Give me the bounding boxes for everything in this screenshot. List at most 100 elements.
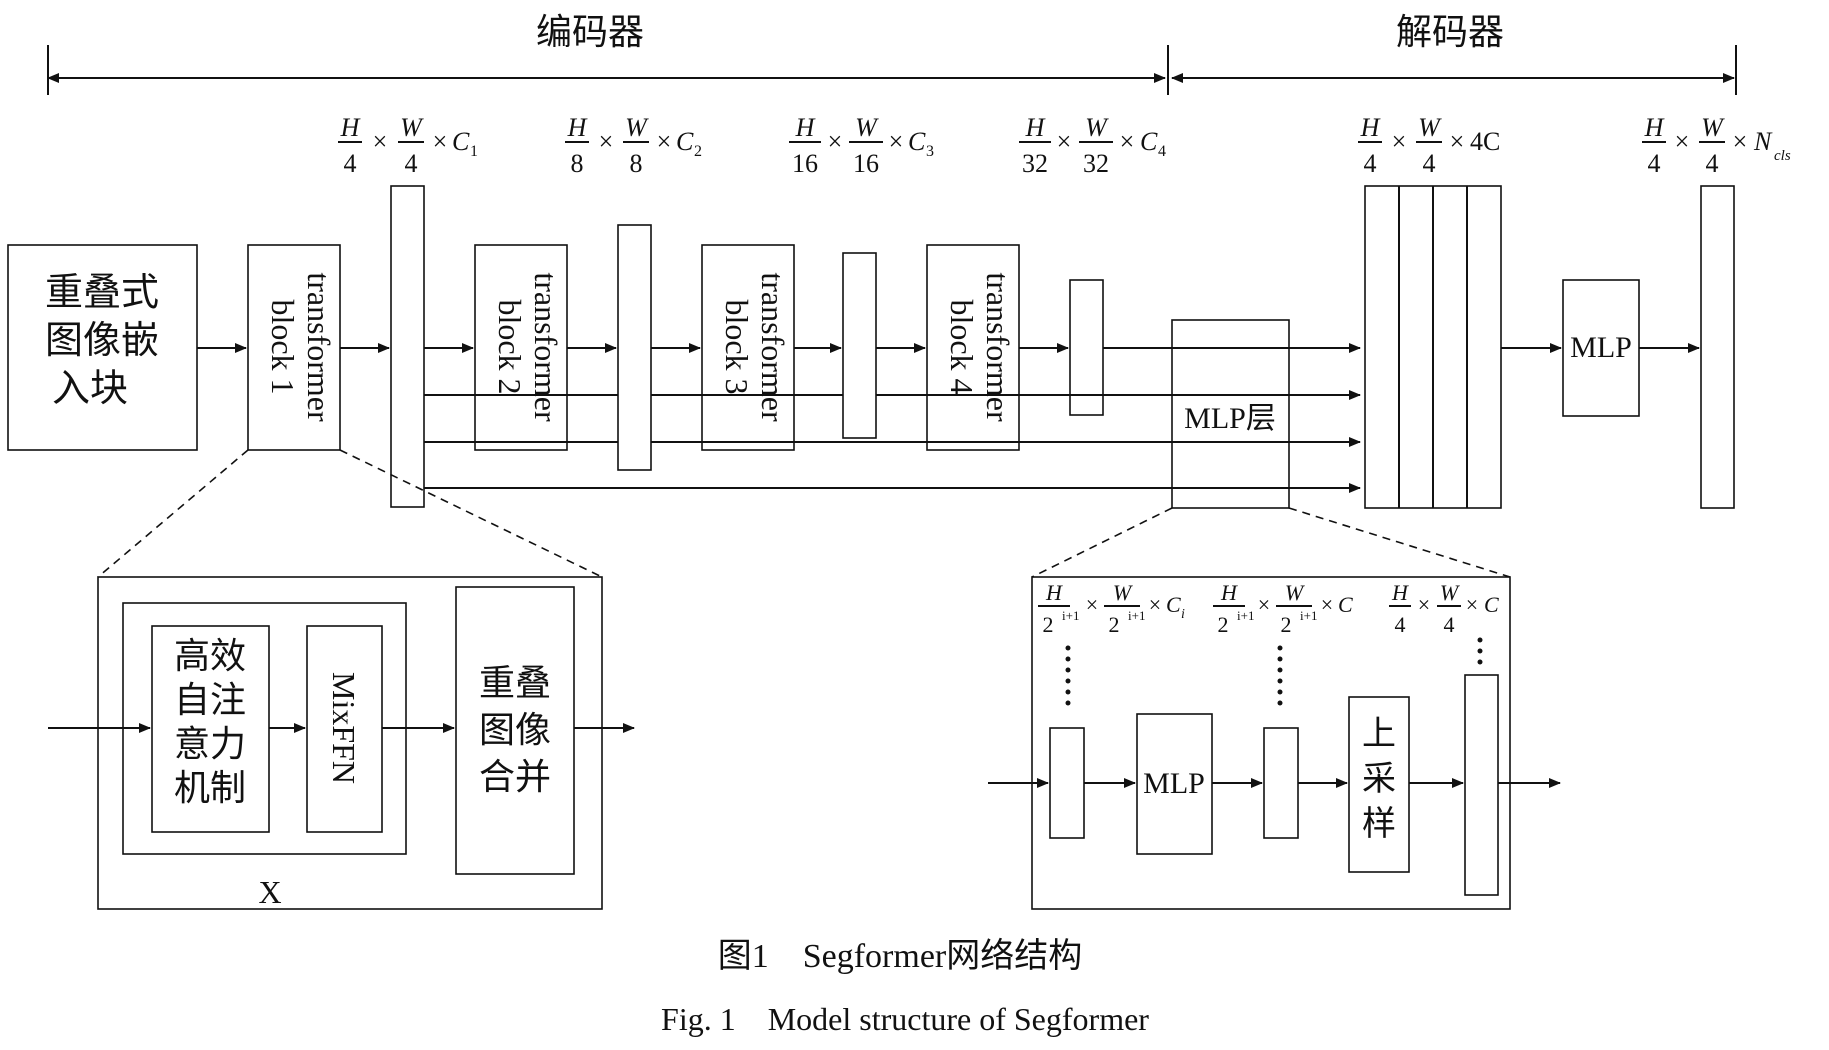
svg-text:MLP: MLP: [1570, 331, 1632, 364]
svg-text:MLP层: MLP层: [1184, 402, 1276, 435]
svg-text:2: 2: [1281, 612, 1292, 637]
svg-text:2: 2: [1109, 612, 1120, 637]
svg-text:×: ×: [1086, 592, 1098, 617]
stage-dims-2: H 8 × W 8 × C 2: [565, 113, 702, 178]
svg-text:W: W: [1113, 580, 1133, 605]
svg-text:×: ×: [1120, 127, 1135, 156]
svg-text:4: 4: [1364, 149, 1377, 178]
svg-text:合并: 合并: [479, 757, 551, 797]
transformer-block-3: transformer block 3: [701, 244, 795, 451]
repeat-label: X: [258, 874, 281, 910]
svg-text:×: ×: [1418, 592, 1430, 617]
output-map: [1700, 185, 1735, 509]
svg-text:×: ×: [1057, 127, 1072, 156]
svg-text:W: W: [1418, 113, 1442, 142]
svg-text:×: ×: [1733, 127, 1748, 156]
svg-text:机制: 机制: [174, 768, 246, 808]
ellipsis-dots: [1065, 637, 1483, 706]
svg-text:×: ×: [373, 127, 388, 156]
svg-text:16: 16: [853, 149, 879, 178]
decoder-mlp-box: MLP: [1562, 279, 1640, 417]
svg-text:H: H: [1025, 113, 1046, 142]
upsample-box: 上 采 样: [1348, 696, 1410, 873]
mlp-detail-dims-3: H 4 × W 4 × C: [1389, 580, 1499, 637]
svg-text:×: ×: [1258, 592, 1270, 617]
svg-text:图像嵌: 图像嵌: [45, 320, 159, 362]
zoom-line-left-a: [97, 449, 249, 578]
concat-dims: H 4 × W 4 × 4C: [1358, 113, 1500, 178]
feature-map-2: [617, 224, 652, 471]
concat-feature-maps: [1364, 185, 1502, 509]
feature-map-3: [842, 252, 877, 439]
skip-connections: [424, 343, 1361, 493]
svg-text:重叠: 重叠: [479, 663, 551, 703]
svg-text:C: C: [676, 127, 694, 156]
svg-text:32: 32: [1022, 149, 1048, 178]
svg-text:W: W: [1701, 113, 1725, 142]
svg-text:×: ×: [828, 127, 843, 156]
svg-text:W: W: [1285, 580, 1305, 605]
svg-text:×: ×: [889, 127, 904, 156]
decoder-span: 解码器: [1167, 12, 1737, 95]
svg-text:i: i: [1181, 607, 1185, 622]
mixffn-box: MixFFN: [306, 625, 383, 833]
svg-text:2: 2: [694, 143, 702, 160]
svg-text:×: ×: [1466, 592, 1478, 617]
svg-text:C: C: [1484, 592, 1499, 617]
svg-text:自注: 自注: [174, 680, 246, 720]
svg-text:MixFFN: MixFFN: [326, 672, 362, 784]
svg-text:高效: 高效: [174, 636, 246, 676]
svg-text:H: H: [795, 113, 816, 142]
svg-text:H: H: [340, 113, 361, 142]
svg-text:4: 4: [1395, 612, 1406, 637]
mlp-detail-mid-map: [1263, 727, 1299, 839]
svg-text:H: H: [1644, 113, 1665, 142]
svg-text:block 4: block 4: [944, 299, 980, 394]
svg-text:H: H: [1220, 580, 1238, 605]
svg-text:transformer: transformer: [528, 272, 564, 422]
caption-en: Fig. 1 Model structure of Segformer: [661, 1001, 1149, 1037]
svg-text:C: C: [1166, 592, 1181, 617]
mlp-detail-dims-2: H 2 i+1 × W 2 i+1 × C: [1213, 580, 1353, 637]
svg-text:i+1: i+1: [1300, 608, 1317, 623]
svg-text:1: 1: [470, 143, 478, 160]
mlp-detail-output-map: [1464, 674, 1499, 896]
svg-text:意力: 意力: [174, 724, 246, 764]
stage-dims-3: H 16 × W 16 × C 3: [789, 113, 934, 178]
svg-text:transformer: transformer: [980, 272, 1016, 422]
stage-dims-4: H 32 × W 32 × C 4: [1019, 113, 1166, 178]
svg-text:C: C: [1140, 127, 1158, 156]
svg-text:×: ×: [657, 127, 672, 156]
svg-text:8: 8: [571, 149, 584, 178]
svg-text:上: 上: [1362, 716, 1396, 753]
block-detail-panel: 高效 自注 意力 机制 MixFFN 重叠 图像 合并 X: [48, 576, 635, 910]
svg-text:i+1: i+1: [1128, 608, 1145, 623]
svg-text:W: W: [855, 113, 879, 142]
svg-text:H: H: [567, 113, 588, 142]
feature-map-4: [1069, 279, 1104, 416]
svg-text:×: ×: [1392, 127, 1407, 156]
svg-text:×: ×: [1675, 127, 1690, 156]
svg-text:32: 32: [1083, 149, 1109, 178]
svg-text:2: 2: [1218, 612, 1229, 637]
zoom-line-left-b: [339, 449, 603, 578]
transformer-block-1: transformer block 1: [247, 244, 341, 451]
svg-text:block 1: block 1: [265, 299, 301, 394]
svg-text:C: C: [908, 127, 926, 156]
svg-text:16: 16: [792, 149, 818, 178]
svg-text:4: 4: [405, 149, 418, 178]
svg-text:W: W: [625, 113, 649, 142]
overlap-patch-embed-box: 重叠式 图像嵌 入块: [7, 244, 198, 451]
svg-text:3: 3: [926, 143, 934, 160]
svg-text:transformer: transformer: [301, 272, 337, 422]
svg-text:采: 采: [1362, 761, 1396, 798]
encoder-span: 编码器: [47, 12, 1166, 95]
svg-text:4: 4: [1423, 149, 1436, 178]
svg-text:×: ×: [1450, 127, 1465, 156]
feature-map-1: [390, 185, 425, 508]
mlp-detail-mlp-box: MLP: [1136, 713, 1213, 855]
zoom-line-right-a: [1031, 507, 1173, 578]
svg-text:i+1: i+1: [1237, 608, 1254, 623]
svg-text:H: H: [1360, 113, 1381, 142]
